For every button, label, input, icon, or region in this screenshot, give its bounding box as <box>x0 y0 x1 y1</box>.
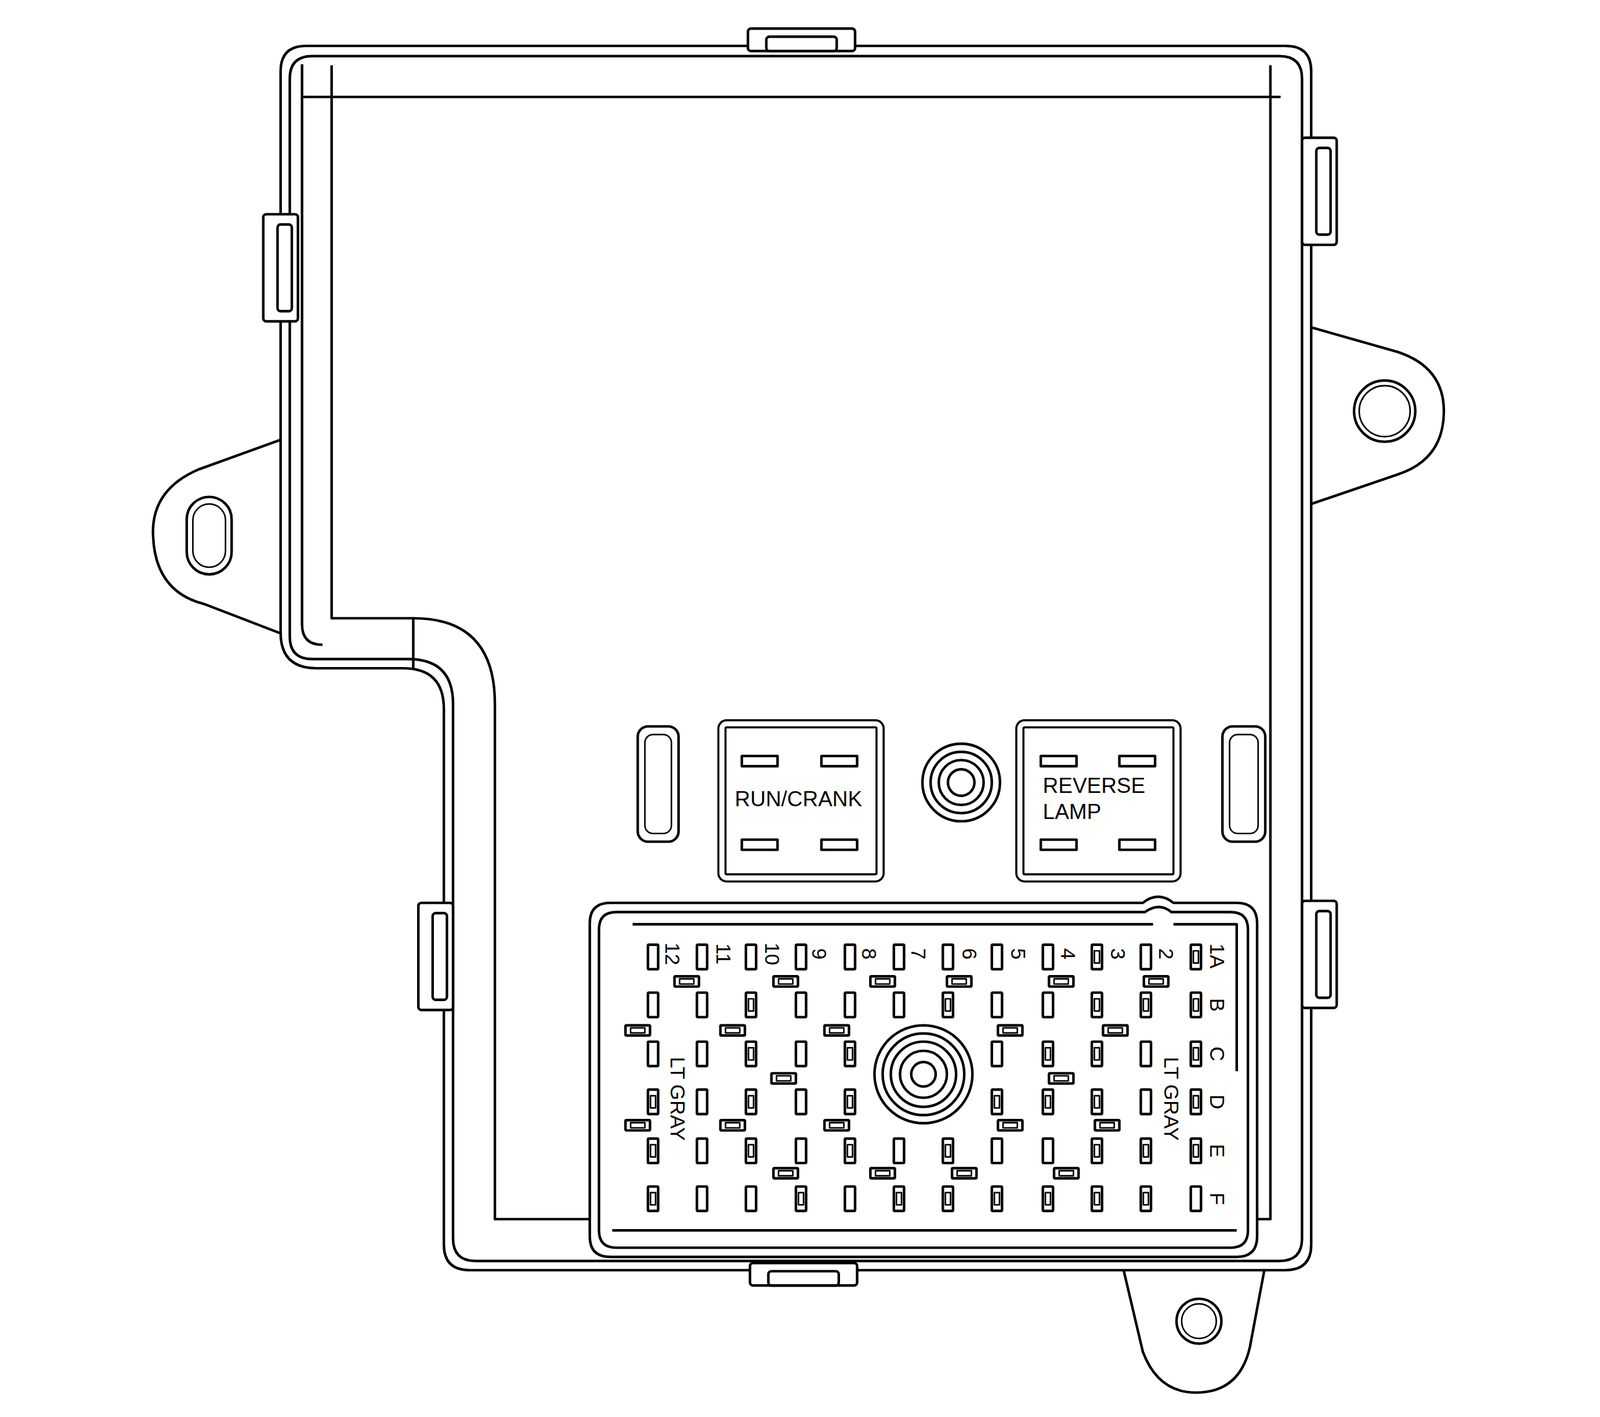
relay-box: RUN/CRANK <box>717 719 885 883</box>
relay-label: RUN/CRANK <box>726 784 870 812</box>
pin-label: 3 <box>1108 948 1129 961</box>
pin-label: 4 <box>1058 948 1079 961</box>
pin-label: LT GRAY <box>667 1056 688 1142</box>
pin-label: D <box>1207 1094 1228 1110</box>
relay-box: REVERSE LAMP <box>1015 719 1182 883</box>
pin-label: 1A <box>1207 943 1228 969</box>
pin-label: 7 <box>907 948 929 961</box>
pin-label: 2 <box>1156 948 1177 961</box>
pin-label: LT GRAY <box>1161 1056 1182 1142</box>
pin-label: F <box>1207 1192 1228 1205</box>
pin-label: 12 <box>662 942 683 966</box>
pin-label: C <box>1207 1046 1228 1062</box>
pin-label: E <box>1207 1144 1228 1158</box>
relay-label: REVERSE LAMP <box>1043 772 1158 825</box>
pin-label: 5 <box>1008 948 1029 961</box>
pin-label: B <box>1207 998 1228 1012</box>
pin-label: 6 <box>958 948 980 961</box>
pin-label: 10 <box>762 942 783 966</box>
pin-label: 8 <box>859 948 880 961</box>
pin-label: 9 <box>809 948 830 961</box>
pin-label: 11 <box>712 943 734 965</box>
